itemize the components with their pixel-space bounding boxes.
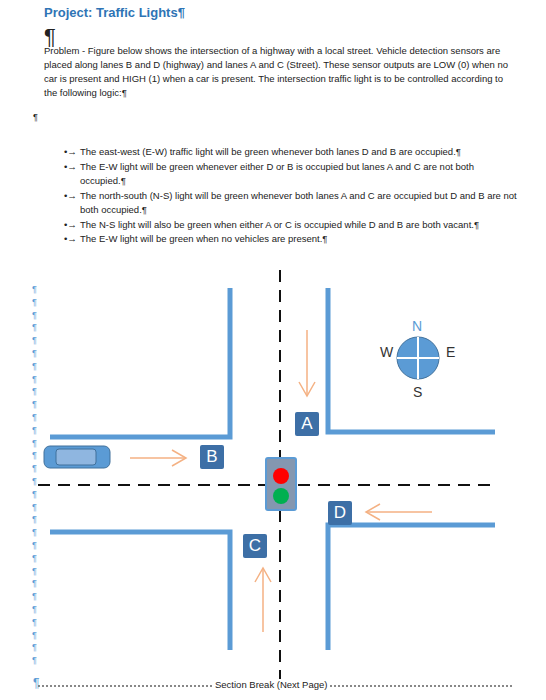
- arrow-head: [172, 450, 186, 466]
- traffic-light: [266, 458, 296, 510]
- paragraph-mark: ¶: [32, 591, 37, 602]
- lane-letter: C: [249, 536, 261, 556]
- bullet-marker: •→: [64, 189, 77, 203]
- problem-paragraph: Problem - Figure below shows the interse…: [44, 44, 514, 100]
- paragraph-mark: ¶: [32, 489, 37, 500]
- lane-letter: B: [206, 447, 217, 467]
- road-edges: [50, 288, 495, 650]
- paragraph-mark: ¶: [32, 374, 37, 385]
- lane-letter: D: [334, 503, 346, 523]
- traffic-arrows: [130, 330, 432, 632]
- compass-cross: [397, 357, 439, 359]
- lane-sensor-box: B: [200, 445, 224, 469]
- arrow: [306, 330, 308, 396]
- paragraph-mark: ¶: [32, 348, 37, 359]
- bullet-text: The E-W light will be green whenever eit…: [80, 160, 520, 188]
- bullet-marker: •→: [64, 232, 77, 246]
- bullet-marker: •→: [64, 160, 77, 174]
- road-edge: [328, 288, 495, 432]
- paragraph-mark: ¶: [32, 310, 37, 321]
- paragraph-mark: ¶: [33, 110, 38, 124]
- paragraph-mark: ¶: [32, 425, 37, 436]
- paragraph-mark: ¶: [32, 514, 37, 525]
- arrow: [262, 568, 264, 632]
- paragraph-mark: ¶: [32, 284, 37, 295]
- light-housing: [266, 458, 296, 510]
- paragraph-mark: ¶: [32, 540, 37, 551]
- paragraph-mark: ¶: [32, 630, 37, 641]
- lane-letter: A: [301, 414, 312, 434]
- paragraph-mark: ¶: [32, 450, 37, 461]
- paragraph-mark: ¶: [33, 676, 39, 690]
- compass-letter: E: [446, 344, 455, 360]
- arrow-head: [299, 382, 315, 396]
- arrow-head: [366, 504, 380, 520]
- paragraph-mark: ¶: [32, 604, 37, 615]
- paragraph-mark: ¶: [32, 412, 37, 423]
- paragraph-mark: ¶: [32, 617, 37, 628]
- paragraph-mark: ¶: [32, 335, 37, 346]
- paragraph-mark: ¶: [32, 297, 37, 308]
- compass-letter: S: [413, 384, 422, 400]
- bullet-marker: •→: [64, 145, 77, 159]
- car-window: [56, 449, 96, 465]
- paragraph-mark: ¶: [32, 553, 37, 564]
- paragraph-mark: ¶: [32, 642, 37, 653]
- paragraph-mark: ¶: [32, 566, 37, 577]
- paragraph-mark: ¶: [32, 386, 37, 397]
- lane-sensor-box: A: [295, 412, 319, 436]
- paragraph-mark: ¶: [32, 438, 37, 449]
- paragraph-mark: ¶: [32, 655, 37, 666]
- bullet-text: The east-west (E-W) traffic light will b…: [80, 145, 520, 159]
- car-body: [44, 446, 110, 468]
- paragraph-mark: ¶: [32, 527, 37, 538]
- paragraph-mark: ¶: [32, 399, 37, 410]
- red-lamp: [273, 468, 289, 484]
- section-break: Section Break (Next Page): [212, 679, 330, 691]
- road-edge: [50, 288, 230, 437]
- bullet-text: The north-south (N-S) light will be gree…: [80, 189, 520, 217]
- road-edge: [50, 532, 230, 650]
- compass-letter: N: [412, 318, 422, 334]
- car: [44, 446, 110, 468]
- bullet-text: The N-S light will also be green when ei…: [80, 218, 520, 232]
- compass: [397, 337, 439, 379]
- lane-sensor-box: D: [328, 501, 352, 525]
- road-edge: [328, 525, 495, 650]
- bullet-text: The E-W light will be green when no vehi…: [80, 232, 520, 246]
- compass-disc: [397, 337, 439, 379]
- paragraph-mark: ¶: [32, 361, 37, 372]
- paragraph-mark: ¶: [32, 322, 37, 333]
- page-title: Project: Traffic Lights¶: [44, 6, 185, 20]
- green-lamp: [273, 488, 289, 504]
- compass-letter: W: [380, 344, 393, 360]
- arrow-head: [255, 568, 271, 582]
- paragraph-mark: ¶: [32, 502, 37, 513]
- lane-sensor-box: C: [243, 534, 267, 558]
- arrow: [130, 457, 186, 459]
- arrow: [366, 511, 432, 513]
- paragraph-mark: ¶: [32, 463, 37, 474]
- bullet-marker: •→: [64, 218, 77, 232]
- paragraph-mark: ¶: [32, 578, 37, 589]
- paragraph-mark: ¶: [32, 476, 37, 487]
